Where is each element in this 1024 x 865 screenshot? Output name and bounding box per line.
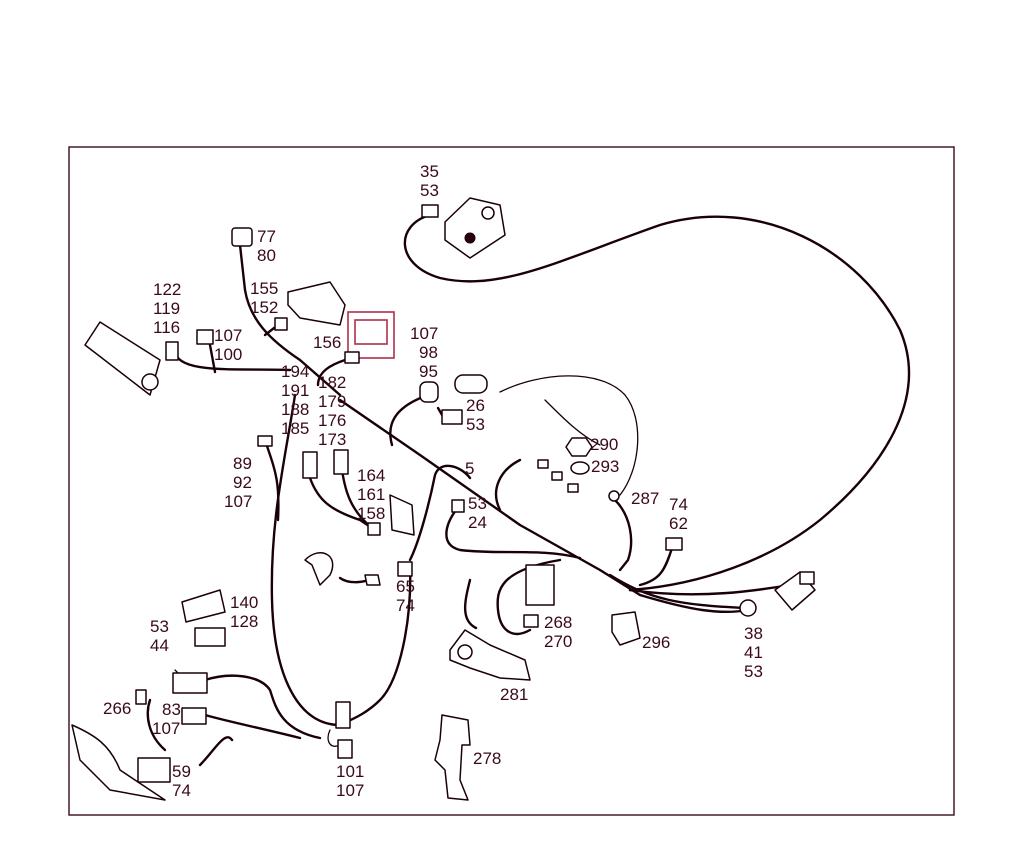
grommet-38-part: [739, 599, 757, 617]
bracket-164-part: [389, 494, 415, 536]
bulb-holder-part: [419, 381, 439, 403]
bracket-281-part: [449, 629, 531, 681]
connector-107-lower-part: [337, 739, 353, 759]
connector-53-44-part: [172, 672, 208, 694]
connector-65-part: [397, 561, 413, 577]
clip-bracket-part: [304, 552, 334, 586]
connector-53-part: [451, 499, 465, 513]
label-278: 278: [473, 749, 501, 768]
label-156: 156: [313, 333, 341, 352]
connector-194-part: [302, 451, 318, 479]
connector-266-part: [135, 689, 147, 705]
connector-83-part: [181, 707, 207, 725]
bolt-287-part: [608, 490, 620, 502]
clip-293-part: [570, 461, 590, 475]
clip-296-part: [611, 611, 641, 646]
relay-77-part: [231, 227, 253, 247]
label-290: 290: [590, 435, 618, 454]
connector-89-part: [257, 435, 273, 447]
label-266: 266: [103, 699, 131, 718]
dome-light-part: [421, 197, 506, 259]
label-296: 296: [642, 633, 670, 652]
bracket-278-part: [434, 714, 471, 801]
connector-182-part: [333, 449, 349, 475]
connector-101-part: [335, 701, 351, 729]
connector-107-part: [196, 329, 214, 345]
label-281: 281: [500, 685, 528, 704]
switch-268-part: [525, 564, 555, 606]
diagram-frame: [68, 146, 955, 816]
connector-26-part: [441, 409, 463, 425]
control-module-155-part: [274, 281, 346, 331]
label-5: 5: [465, 459, 474, 478]
side-lamp-122-part: [84, 321, 179, 396]
module-140-part: [181, 589, 226, 623]
connector-74-part: [665, 537, 683, 551]
connector-block-59-part: [71, 724, 171, 801]
label-293: 293: [591, 457, 619, 476]
control-unit-highlighted: [347, 311, 395, 359]
motor-unit-part: [774, 571, 816, 611]
label-287: 287: [631, 489, 659, 508]
harness-parts: [71, 197, 816, 801]
nut-290-part: [565, 437, 593, 457]
connector-156-part: [344, 351, 360, 364]
connector-128-part: [194, 627, 226, 647]
sensor-26-part: [454, 374, 488, 394]
